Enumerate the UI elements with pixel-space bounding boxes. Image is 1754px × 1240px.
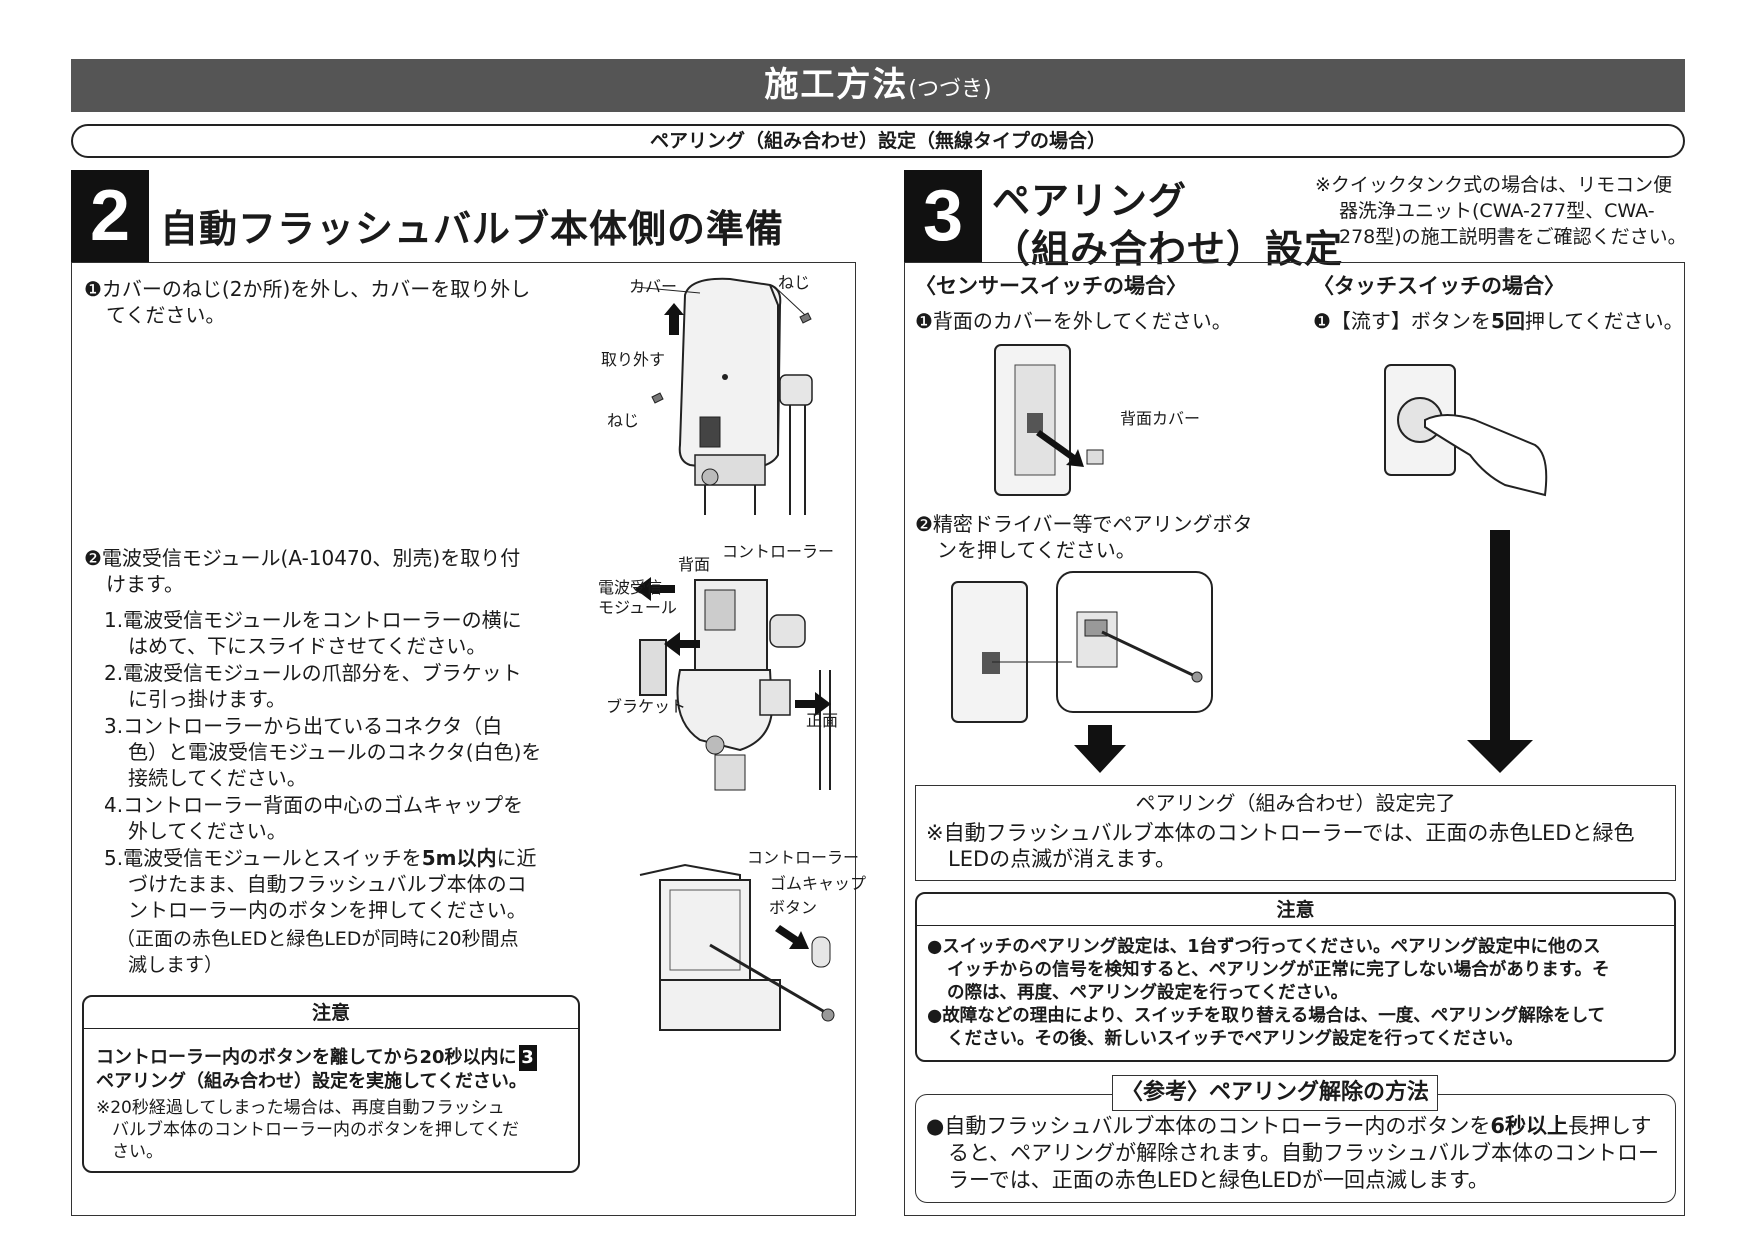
step-3-title-line-1: ペアリング xyxy=(992,179,1188,223)
reference-line-1-text-post: 長押しす xyxy=(1567,1114,1652,1138)
pairing-complete-note-2: LEDの点滅が消えます。 xyxy=(948,847,1177,871)
fig2-label-module-1: 電波受信 xyxy=(598,578,663,597)
substep-4-line-1: 4.コントローラー背面の中心のゴムキャップを xyxy=(104,793,524,817)
down-arrow-touch xyxy=(1467,530,1533,773)
led-note-line-2: 滅します） xyxy=(128,954,224,976)
step-2-number: 2 xyxy=(71,170,149,262)
substep-1-line-1: 1.電波受信モジュールをコントローラーの横に xyxy=(104,608,522,632)
cover-removal-illustration xyxy=(634,277,813,515)
step-3-note: ※クイックタンク式の場合は、リモコン便 器洗浄ユニット(CWA-277型、CWA… xyxy=(1315,172,1690,250)
touch-switch-heading: 〈タッチスイッチの場合〉 xyxy=(1313,274,1565,298)
section-title: ペアリング（組み合わせ）設定（無線タイプの場合） xyxy=(71,124,1685,158)
step-3-note-line-1: ※クイックタンク式の場合は、リモコン便 xyxy=(1315,174,1673,196)
step-3-caution-b2-1: ●故障などの理由により、スイッチを取り替える場合は、一度、ペアリング解除をして xyxy=(927,1006,1606,1026)
substep-5-line-2: づけたまま、自動フラッシュバルブ本体のコ xyxy=(128,872,527,896)
substep-2-line-2: に引っ掛けます。 xyxy=(128,687,286,711)
substep-3-line-3: 接続してください。 xyxy=(128,766,307,790)
step-2-caution-line-1: コントローラー内のボタンを離してから20秒以内に xyxy=(96,1047,517,1068)
sensor-pairing-button-illustration xyxy=(951,571,1213,723)
sensor-item-2-line-2: ンを押してください。 xyxy=(937,538,1136,562)
substep-5-line-3: ントローラー内のボタンを押してください。 xyxy=(128,898,527,922)
step-3-note-line-2: 器洗浄ユニット(CWA-277型、CWA- xyxy=(1339,200,1655,222)
reference-line-1-text: ●自動フラッシュバルブ本体のコントローラー内のボタンを xyxy=(926,1114,1491,1138)
touch-item-1-text-post: 押してください。 xyxy=(1524,309,1684,333)
fig3-label-button: ボタン xyxy=(769,898,818,917)
pairing-complete-note-1: ※自動フラッシュバルブ本体のコントローラーでは、正面の赤色LEDと緑色 xyxy=(926,821,1635,845)
fig1-label-screw-top: ねじ xyxy=(778,273,811,292)
touch-item-1-text: ❶【流す】ボタンを xyxy=(1313,309,1491,333)
fig3-label-controller: コントローラー xyxy=(747,848,860,867)
step-2-item-2-line-1: ❷電波受信モジュール(A-10470、別売)を取り付 xyxy=(84,546,521,570)
step-3-caution-b1-1: ●スイッチのペアリング設定は、1台ずつ行ってください。ペアリング設定中に他のス xyxy=(927,937,1601,957)
reference-line-3: ラーでは、正面の赤色LEDと緑色LEDが一回点滅します。 xyxy=(948,1168,1489,1192)
step-3-caution-heading: 注意 xyxy=(917,894,1674,926)
step-2-panel xyxy=(71,262,856,1216)
sensor-item-1: ❶背面のカバーを外してください。 xyxy=(915,309,1232,333)
step-2-caution-line-2: ペアリング（組み合わせ）設定を実施してください。 xyxy=(96,1071,527,1092)
reference-box: ●自動フラッシュバルブ本体のコントローラー内のボタンを6秒以上長押しす ると、ペ… xyxy=(915,1094,1676,1203)
step-3-caution-b2-2: ください。その後、新しいスイッチでペアリング設定を行ってください。 xyxy=(947,1029,1524,1049)
step-2-caution-note-1: ※20秒経過してしまった場合は、再度自動フラッシュ xyxy=(96,1098,505,1118)
reference-line-1: ●自動フラッシュバルブ本体のコントローラー内のボタンを6秒以上長押しす xyxy=(926,1113,1652,1139)
substep-4-line-2: 外してください。 xyxy=(128,819,287,843)
substep-3-line-1: 3.コントローラーから出ているコネクタ（白 xyxy=(104,714,503,738)
step-3-caution-b1-2: イッチからの信号を検知すると、ペアリングが正常に完了しない場合があります。そ xyxy=(947,960,1610,980)
sensor-switch-heading: 〈センサースイッチの場合〉 xyxy=(915,274,1187,298)
page-subtitle: (つづき) xyxy=(908,77,992,102)
substep-1-line-2: はめて、下にスライドさせてください。 xyxy=(128,634,487,658)
reference-title: 〈参考〉ペアリング解除の方法 xyxy=(1112,1075,1439,1111)
fig2-label-front: 正面 xyxy=(806,711,839,730)
step-2-item-1-line-1: ❶カバーのねじ(2か所)を外し、カバーを取り外し xyxy=(84,277,531,301)
reference-line-1-emph: 6秒以上 xyxy=(1490,1114,1568,1138)
pairing-complete-box: ペアリング（組み合わせ）設定完了 ※自動フラッシュバルブ本体のコントローラーでは… xyxy=(915,785,1676,881)
module-attach-illustration xyxy=(635,577,831,791)
step-2-caution-heading: 注意 xyxy=(84,997,578,1029)
fig2-label-bracket: ブラケット xyxy=(606,697,687,716)
step-3-number: 3 xyxy=(904,170,982,262)
step-2-item-1-line-2: てください。 xyxy=(106,303,226,327)
page-title: 施工方法 xyxy=(764,65,909,105)
step-2-caution-note-2: バルブ本体のコントローラー内のボタンを押してくだ xyxy=(112,1120,519,1140)
reference-line-2: ると、ペアリングが解除されます。自動フラッシュバルブ本体のコントロー xyxy=(948,1141,1660,1165)
pairing-complete-title: ペアリング（組み合わせ）設定完了 xyxy=(1135,791,1456,815)
fig2-label-back: 背面 xyxy=(678,555,711,574)
step-3-panel xyxy=(904,262,1685,1216)
led-note-line-1: （正面の赤色LEDと緑色LEDが同時に20秒間点 xyxy=(116,928,519,950)
fig1-label-screw-bottom: ねじ xyxy=(607,411,640,430)
substep-5-emph: 5m以内 xyxy=(421,846,497,870)
substep-2-line-1: 2.電波受信モジュールの爪部分を、ブラケット xyxy=(104,661,522,685)
down-arrow-sensor xyxy=(1074,725,1126,773)
page-header: 施工方法(つづき) xyxy=(71,59,1685,112)
step-3-caution-box: 注意 ●スイッチのペアリング設定は、1台ずつ行ってください。ペアリング設定中に他… xyxy=(915,892,1676,1062)
step-3-title-line-2: （組み合わせ）設定 xyxy=(992,227,1344,271)
sensor-fig-label-back-cover: 背面カバー xyxy=(1120,409,1201,428)
touch-switch-illustration xyxy=(1384,364,1548,497)
fig2-label-controller: コントローラー xyxy=(722,542,835,561)
step-3-ref-badge: 3 xyxy=(518,1045,537,1071)
substep-5-line-1: 5.電波受信モジュールとスイッチを5m以内に近 xyxy=(104,846,537,870)
sensor-switch-back-illustration xyxy=(994,344,1104,496)
fig1-label-cover: カバー xyxy=(629,277,678,296)
fig1-label-remove: 取り外す xyxy=(601,350,666,369)
fig2-label-module-2: モジュール xyxy=(598,598,677,617)
step-3-note-line-3: 278型)の施工説明書をご確認ください。 xyxy=(1339,226,1687,248)
sensor-item-2-line-1: ❷精密ドライバー等でペアリングボタ xyxy=(915,512,1253,536)
touch-item-1-emph: 5回 xyxy=(1490,309,1525,333)
touch-item-1: ❶【流す】ボタンを5回押してください。 xyxy=(1313,308,1684,334)
substep-3-line-2: 色）と電波受信モジュールのコネクタ(白色)を xyxy=(128,740,542,764)
step-3-caution-b1-3: の際は、再度、ペアリング設定を行ってください。 xyxy=(947,983,1349,1003)
step-2-caution-note-3: さい。 xyxy=(112,1142,163,1162)
step-2-item-2-line-2: けます。 xyxy=(106,572,184,596)
fig3-label-rubber-cap: ゴムキャップ xyxy=(770,874,867,893)
controller-back-illustration xyxy=(639,863,835,1031)
step-2-title: 自動フラッシュバルブ本体側の準備 xyxy=(160,207,785,251)
